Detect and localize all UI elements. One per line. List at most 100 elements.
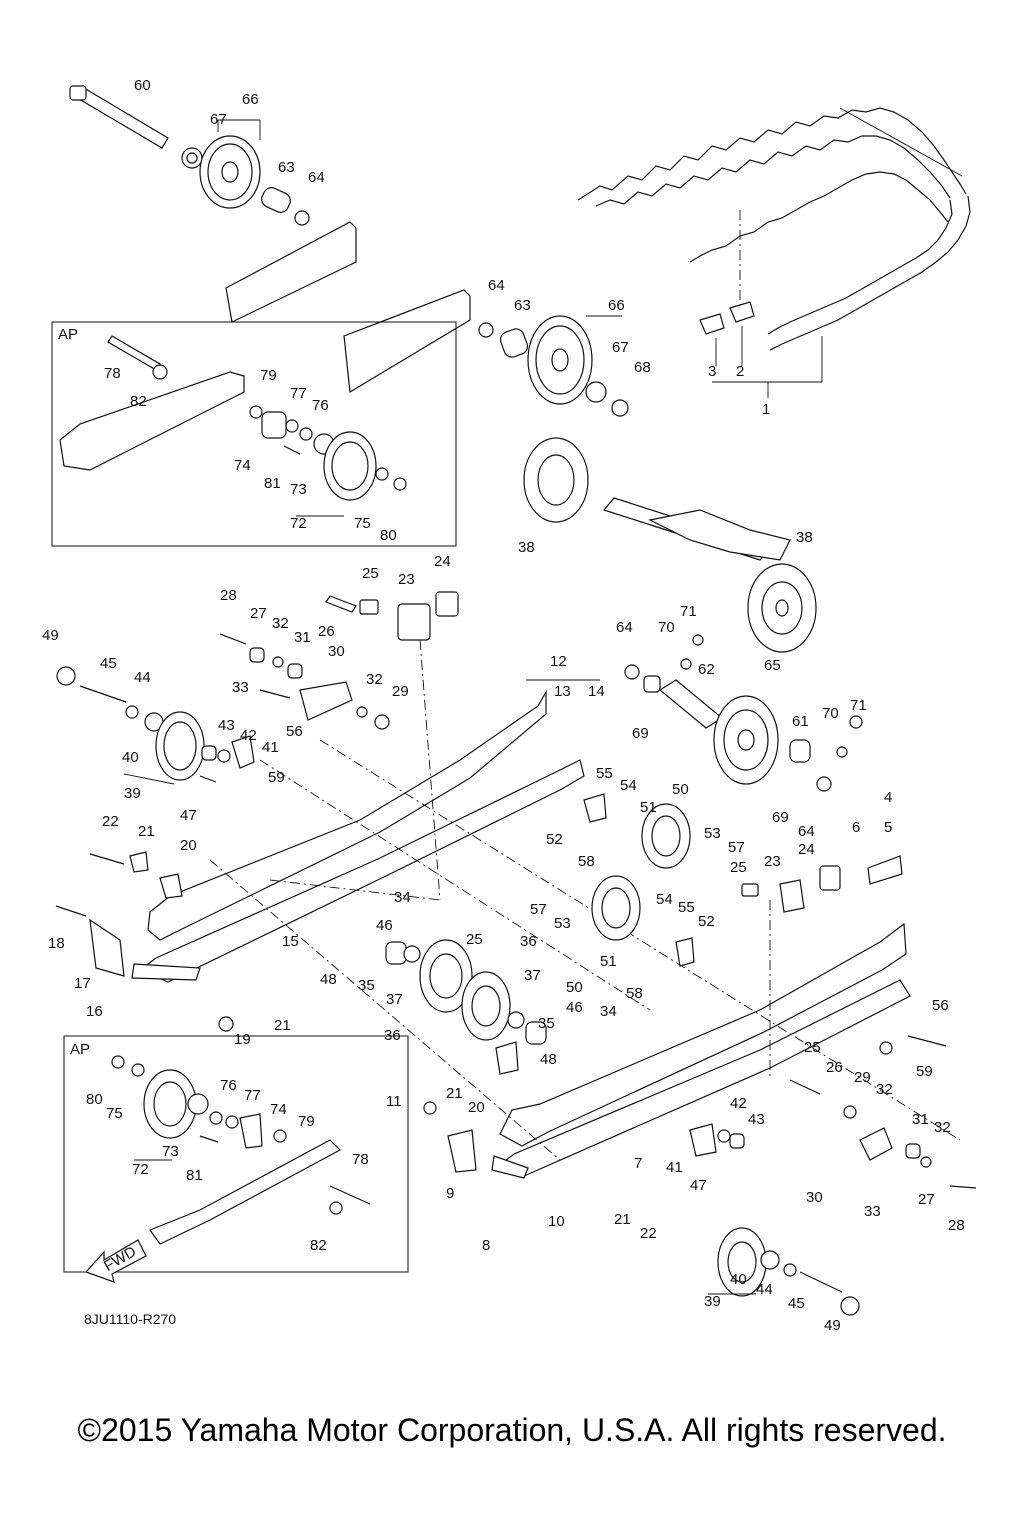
callout-31: 31 xyxy=(912,1111,929,1128)
callout-70: 70 xyxy=(822,705,839,722)
callout-25: 25 xyxy=(362,565,379,582)
callout-58: 58 xyxy=(626,985,643,1002)
callout-32: 32 xyxy=(934,1119,951,1136)
callout-20: 20 xyxy=(180,837,197,854)
track-belt xyxy=(577,107,971,398)
callout-24: 24 xyxy=(798,841,815,858)
slide-rails xyxy=(138,639,961,1177)
callout-67: 67 xyxy=(210,111,227,128)
callout-56: 56 xyxy=(932,997,949,1014)
callout-81: 81 xyxy=(186,1167,203,1184)
callout-22: 22 xyxy=(640,1225,657,1242)
rear-suspension-exploded-diagram: 6066676364646366676832178827977767481737… xyxy=(42,77,977,1334)
callout-72: 72 xyxy=(132,1161,149,1178)
callout-43: 43 xyxy=(218,717,235,734)
drawing-code: 8JU1110-R270 xyxy=(84,1311,176,1327)
callout-57: 57 xyxy=(530,901,547,918)
callout-14: 14 xyxy=(588,683,605,700)
front-linkage xyxy=(219,591,459,730)
callout-81: 81 xyxy=(264,475,281,492)
callout-55: 55 xyxy=(678,899,695,916)
callout-45: 45 xyxy=(788,1295,805,1312)
callout-77: 77 xyxy=(244,1087,261,1104)
callout-82: 82 xyxy=(310,1237,327,1254)
callout-59: 59 xyxy=(268,769,285,786)
callout-55: 55 xyxy=(596,765,613,782)
callout-65: 65 xyxy=(764,657,781,674)
callout-66: 66 xyxy=(242,91,259,108)
callout-4: 4 xyxy=(884,789,892,806)
callout-66: 66 xyxy=(608,297,625,314)
callout-47: 47 xyxy=(690,1177,707,1194)
callout-28: 28 xyxy=(220,587,237,604)
callout-79: 79 xyxy=(260,367,277,384)
callout-64: 64 xyxy=(616,619,633,636)
callout-7: 7 xyxy=(634,1155,642,1172)
callout-41: 41 xyxy=(262,739,279,756)
upper-idler-assembly xyxy=(69,85,471,393)
callout-37: 37 xyxy=(386,991,403,1008)
callout-13: 13 xyxy=(554,683,571,700)
callout-39: 39 xyxy=(704,1293,721,1310)
callout-26: 26 xyxy=(318,623,335,640)
callout-9: 9 xyxy=(446,1185,454,1202)
callout-62: 62 xyxy=(698,661,715,678)
callout-20: 20 xyxy=(468,1099,485,1116)
callout-3: 3 xyxy=(708,363,716,380)
callout-32: 32 xyxy=(272,615,289,632)
callout-74: 74 xyxy=(270,1101,287,1118)
callout-19: 19 xyxy=(234,1031,251,1048)
callout-64: 64 xyxy=(798,823,815,840)
callout-8: 8 xyxy=(482,1237,490,1254)
callout-59: 59 xyxy=(916,1063,933,1080)
callout-35: 35 xyxy=(538,1015,555,1032)
callout-28: 28 xyxy=(948,1217,965,1234)
callout-21: 21 xyxy=(446,1085,463,1102)
callout-63: 63 xyxy=(514,297,531,314)
callout-38: 38 xyxy=(518,539,535,556)
callout-23: 23 xyxy=(398,571,415,588)
callout-49: 49 xyxy=(42,627,59,644)
callout-72: 72 xyxy=(290,515,307,532)
callout-52: 52 xyxy=(698,913,715,930)
center-right-axle xyxy=(526,634,863,792)
callout-67: 67 xyxy=(612,339,629,356)
callout-5: 5 xyxy=(884,819,892,836)
ap-inset-bottom xyxy=(63,1035,409,1273)
callout-34: 34 xyxy=(394,889,411,906)
callout-1: 1 xyxy=(762,401,770,418)
callout-24: 24 xyxy=(434,553,451,570)
callout-54: 54 xyxy=(620,777,637,794)
callout-25: 25 xyxy=(466,931,483,948)
callout-33: 33 xyxy=(232,679,249,696)
callout-41: 41 xyxy=(666,1159,683,1176)
callout-26: 26 xyxy=(826,1059,843,1076)
callout-73: 73 xyxy=(290,481,307,498)
callout-21: 21 xyxy=(614,1211,631,1228)
callout-37: 37 xyxy=(524,967,541,984)
callout-40: 40 xyxy=(122,749,139,766)
callout-51: 51 xyxy=(600,953,617,970)
ap-bottom-parts xyxy=(84,1055,371,1283)
callout-73: 73 xyxy=(162,1143,179,1160)
callout-32: 32 xyxy=(366,671,383,688)
callout-29: 29 xyxy=(392,683,409,700)
callout-18: 18 xyxy=(48,935,65,952)
callout-69: 69 xyxy=(632,725,649,742)
callout-60: 60 xyxy=(134,77,151,94)
callout-32: 32 xyxy=(876,1081,893,1098)
callout-79: 79 xyxy=(298,1113,315,1130)
callout-25: 25 xyxy=(730,859,747,876)
callout-50: 50 xyxy=(566,979,583,996)
callout-21: 21 xyxy=(138,823,155,840)
callout-42: 42 xyxy=(240,727,257,744)
callout-27: 27 xyxy=(250,605,267,622)
callout-78: 78 xyxy=(104,365,121,382)
callout-61: 61 xyxy=(792,713,809,730)
callout-69: 69 xyxy=(772,809,789,826)
ap-label-top: AP xyxy=(58,326,78,343)
callout-33: 33 xyxy=(864,1203,881,1220)
callout-50: 50 xyxy=(672,781,689,798)
callout-44: 44 xyxy=(756,1281,773,1298)
callout-76: 76 xyxy=(220,1077,237,1094)
